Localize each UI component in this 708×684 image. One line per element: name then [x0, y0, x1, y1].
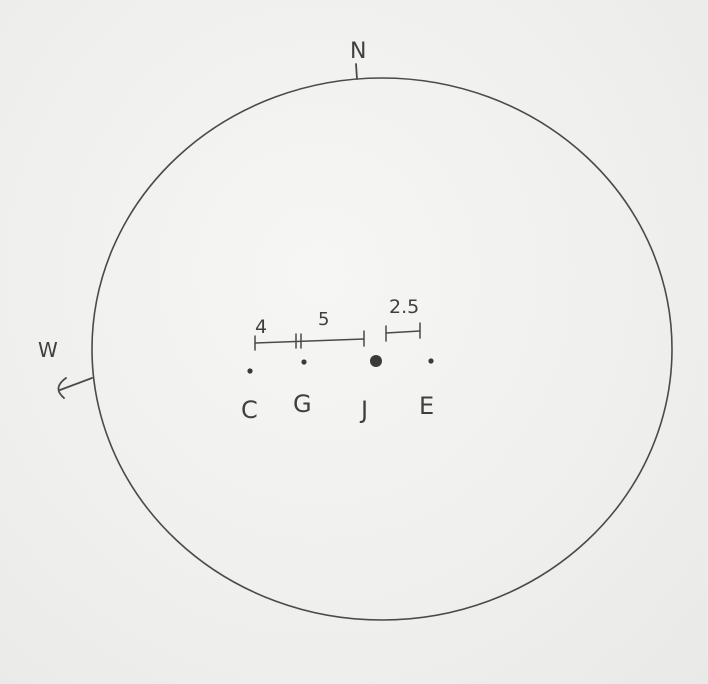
moon-dot	[301, 359, 307, 365]
north-tick	[355, 63, 358, 80]
distance-scale	[254, 322, 421, 351]
west-arrow-icon	[57, 377, 67, 399]
west-tick	[59, 377, 93, 391]
distance-label: 2.5	[389, 296, 419, 318]
distance-label: 4	[255, 316, 267, 338]
body-label: G	[293, 390, 312, 418]
body-label: E	[419, 392, 434, 420]
moon-dot	[247, 368, 253, 374]
planet-dot	[370, 355, 382, 367]
north-label: N	[350, 39, 366, 64]
body-label: J	[359, 396, 368, 424]
moon-dot	[428, 358, 434, 364]
west-label: W	[38, 338, 58, 362]
field-of-view-circle	[91, 77, 673, 621]
distance-label: 5	[318, 309, 329, 330]
body-label: C	[241, 396, 258, 424]
